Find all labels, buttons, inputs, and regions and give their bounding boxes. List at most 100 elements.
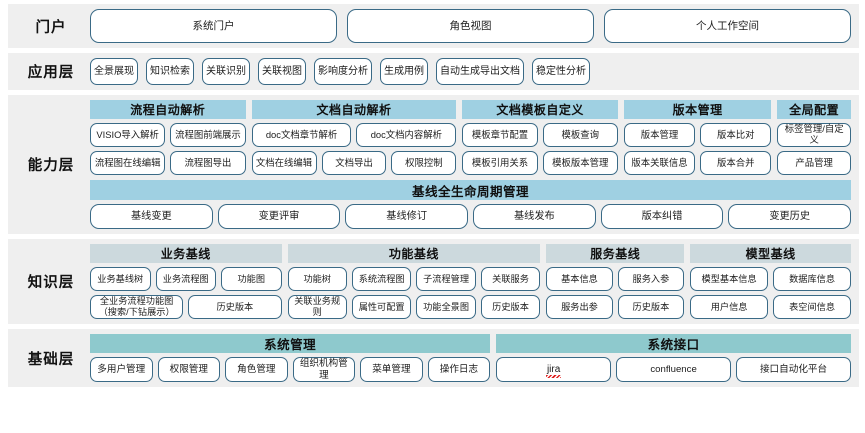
group-title-文档模板自定义: 文档模板自定义 bbox=[462, 100, 618, 119]
button-角色管理[interactable]: 角色管理 bbox=[225, 357, 288, 382]
button-模板章节配置[interactable]: 模板章节配置 bbox=[462, 123, 538, 147]
group-row: 模板章节配置模板查询 bbox=[462, 123, 618, 147]
button-系统流程图[interactable]: 系统流程图 bbox=[351, 267, 412, 291]
group-title-系统接口: 系统接口 bbox=[496, 334, 851, 353]
button-系统门户[interactable]: 系统门户 bbox=[90, 9, 337, 43]
group-row: 关联业务规则属性可配置功能全景图历史版本 bbox=[287, 295, 541, 319]
button-版本合并[interactable]: 版本合并 bbox=[700, 151, 772, 175]
button-稳定性分析[interactable]: 稳定性分析 bbox=[532, 58, 590, 85]
button-版本纠错[interactable]: 版本纠错 bbox=[600, 204, 724, 229]
button-基线修订[interactable]: 基线修订 bbox=[345, 204, 469, 229]
button-关联视图[interactable]: 关联视图 bbox=[258, 58, 306, 85]
group-文档模板自定义: 文档模板自定义模板章节配置模板查询模板引用关系模板版本管理 bbox=[462, 100, 618, 175]
group-row: 版本关联信息版本合并 bbox=[623, 151, 772, 175]
button-用户信息[interactable]: 用户信息 bbox=[690, 295, 769, 319]
button-业务流程图[interactable]: 业务流程图 bbox=[155, 267, 216, 291]
button-jira[interactable]: jira bbox=[496, 357, 612, 382]
group-columns: 业务基线业务基线树业务流程图功能图全业务流程功能图（搜索/下钻展示）历史版本功能… bbox=[90, 244, 852, 319]
button-影响度分析[interactable]: 影响度分析 bbox=[314, 58, 372, 85]
button-变更历史[interactable]: 变更历史 bbox=[728, 204, 852, 229]
group-系统管理: 系统管理多用户管理权限管理角色管理组织机构管理菜单管理操作日志 bbox=[90, 334, 491, 382]
button-模板查询[interactable]: 模板查询 bbox=[542, 123, 618, 147]
group-服务基线: 服务基线基本信息服务入参服务出参历史版本 bbox=[546, 244, 685, 319]
group-row: 版本管理版本比对 bbox=[623, 123, 772, 147]
button-基线变更[interactable]: 基线变更 bbox=[90, 204, 213, 229]
button-全业务流程功能图-搜索-下钻展示[interactable]: 全业务流程功能图（搜索/下钻展示） bbox=[90, 295, 184, 319]
button-流程图导出[interactable]: 流程图导出 bbox=[170, 151, 246, 175]
button-基线发布[interactable]: 基线发布 bbox=[473, 204, 596, 229]
button-基本信息[interactable]: 基本信息 bbox=[546, 267, 613, 291]
button-属性可配置[interactable]: 属性可配置 bbox=[351, 295, 412, 319]
lifecycle-row: 基线变更变更评审基线修订基线发布版本纠错变更历史 bbox=[90, 204, 852, 229]
button-功能图[interactable]: 功能图 bbox=[221, 267, 282, 291]
group-业务基线: 业务基线业务基线树业务流程图功能图全业务流程功能图（搜索/下钻展示）历史版本 bbox=[90, 244, 282, 319]
group-title-模型基线: 模型基线 bbox=[690, 244, 851, 263]
button-数据库信息[interactable]: 数据库信息 bbox=[773, 267, 852, 291]
button-visio导入解析[interactable]: VISIO导入解析 bbox=[90, 123, 166, 147]
button-row: 系统门户角色视图个人工作空间 bbox=[90, 9, 851, 43]
button-标签管理-自定义[interactable]: 标签管理/自定义 bbox=[777, 123, 852, 147]
button-doc文档章节解析[interactable]: doc文档章节解析 bbox=[251, 123, 352, 147]
group-title-服务基线: 服务基线 bbox=[546, 244, 685, 263]
button-服务入参[interactable]: 服务入参 bbox=[617, 267, 685, 291]
button-生成用例[interactable]: 生成用例 bbox=[380, 58, 428, 85]
button-row: 全景展现知识检索关联识别关联视图影响度分析生成用例自动生成导出文档稳定性分析 bbox=[90, 58, 851, 85]
button-个人工作空间[interactable]: 个人工作空间 bbox=[604, 9, 851, 43]
button-历史版本[interactable]: 历史版本 bbox=[188, 295, 282, 319]
button-模板引用关系[interactable]: 模板引用关系 bbox=[462, 151, 538, 175]
button-功能树[interactable]: 功能树 bbox=[287, 267, 347, 291]
button-关联识别[interactable]: 关联识别 bbox=[202, 58, 250, 85]
button-doc文档内容解析[interactable]: doc文档内容解析 bbox=[356, 123, 457, 147]
button-流程图前端展示[interactable]: 流程图前端展示 bbox=[170, 123, 246, 147]
button-菜单管理[interactable]: 菜单管理 bbox=[360, 357, 423, 382]
band-label-应用层: 应用层 bbox=[27, 65, 75, 81]
button-多用户管理[interactable]: 多用户管理 bbox=[90, 357, 153, 382]
button-历史版本[interactable]: 历史版本 bbox=[617, 295, 685, 319]
button-接口自动化平台[interactable]: 接口自动化平台 bbox=[736, 357, 852, 382]
button-版本关联信息[interactable]: 版本关联信息 bbox=[623, 151, 696, 175]
button-文档导出[interactable]: 文档导出 bbox=[321, 151, 387, 175]
button-文档在线编辑[interactable]: 文档在线编辑 bbox=[251, 151, 317, 175]
button-服务出参[interactable]: 服务出参 bbox=[546, 295, 613, 319]
button-关联服务[interactable]: 关联服务 bbox=[480, 267, 541, 291]
lifecycle-title: 基线全生命周期管理 bbox=[90, 180, 851, 200]
group-row: 文档在线编辑文档导出权限控制 bbox=[251, 151, 457, 175]
button-模板版本管理[interactable]: 模板版本管理 bbox=[542, 151, 618, 175]
button-版本比对[interactable]: 版本比对 bbox=[700, 123, 772, 147]
button-知识检索[interactable]: 知识检索 bbox=[146, 58, 194, 85]
button-子流程管理[interactable]: 子流程管理 bbox=[416, 267, 476, 291]
band-门户: 门户系统门户角色视图个人工作空间 bbox=[8, 4, 859, 48]
button-权限管理[interactable]: 权限管理 bbox=[157, 357, 221, 382]
button-操作日志[interactable]: 操作日志 bbox=[427, 357, 491, 382]
group-模型基线: 模型基线模型基本信息数据库信息用户信息表空间信息 bbox=[690, 244, 852, 319]
button-表空间信息[interactable]: 表空间信息 bbox=[773, 295, 852, 319]
button-自动生成导出文档[interactable]: 自动生成导出文档 bbox=[436, 58, 524, 85]
button-confluence[interactable]: confluence bbox=[616, 357, 732, 382]
lifecycle-strip: 基线全生命周期管理基线变更变更评审基线修订基线发布版本纠错变更历史 bbox=[90, 180, 852, 229]
button-产品管理[interactable]: 产品管理 bbox=[777, 151, 852, 175]
group-stack: 业务基线业务基线树业务流程图功能图全业务流程功能图（搜索/下钻展示）历史版本功能… bbox=[90, 244, 852, 319]
button-版本管理[interactable]: 版本管理 bbox=[623, 123, 696, 147]
group-row: 流程图在线编辑流程图导出 bbox=[90, 151, 246, 175]
button-业务基线树[interactable]: 业务基线树 bbox=[90, 267, 151, 291]
button-角色视图[interactable]: 角色视图 bbox=[347, 9, 594, 43]
group-row: 服务出参历史版本 bbox=[546, 295, 685, 319]
button-模型基本信息[interactable]: 模型基本信息 bbox=[690, 267, 769, 291]
button-功能全景图[interactable]: 功能全景图 bbox=[416, 295, 476, 319]
button-历史版本[interactable]: 历史版本 bbox=[480, 295, 541, 319]
button-关联业务规则[interactable]: 关联业务规则 bbox=[287, 295, 347, 319]
band-应用层: 应用层全景展现知识检索关联识别关联视图影响度分析生成用例自动生成导出文档稳定性分… bbox=[8, 53, 859, 90]
group-title-流程自动解析: 流程自动解析 bbox=[90, 100, 246, 119]
button-权限控制[interactable]: 权限控制 bbox=[391, 151, 457, 175]
button-流程图在线编辑[interactable]: 流程图在线编辑 bbox=[90, 151, 166, 175]
button-全景展现[interactable]: 全景展现 bbox=[90, 58, 138, 85]
button-组织机构管理[interactable]: 组织机构管理 bbox=[292, 357, 356, 382]
button-变更评审[interactable]: 变更评审 bbox=[217, 204, 341, 229]
